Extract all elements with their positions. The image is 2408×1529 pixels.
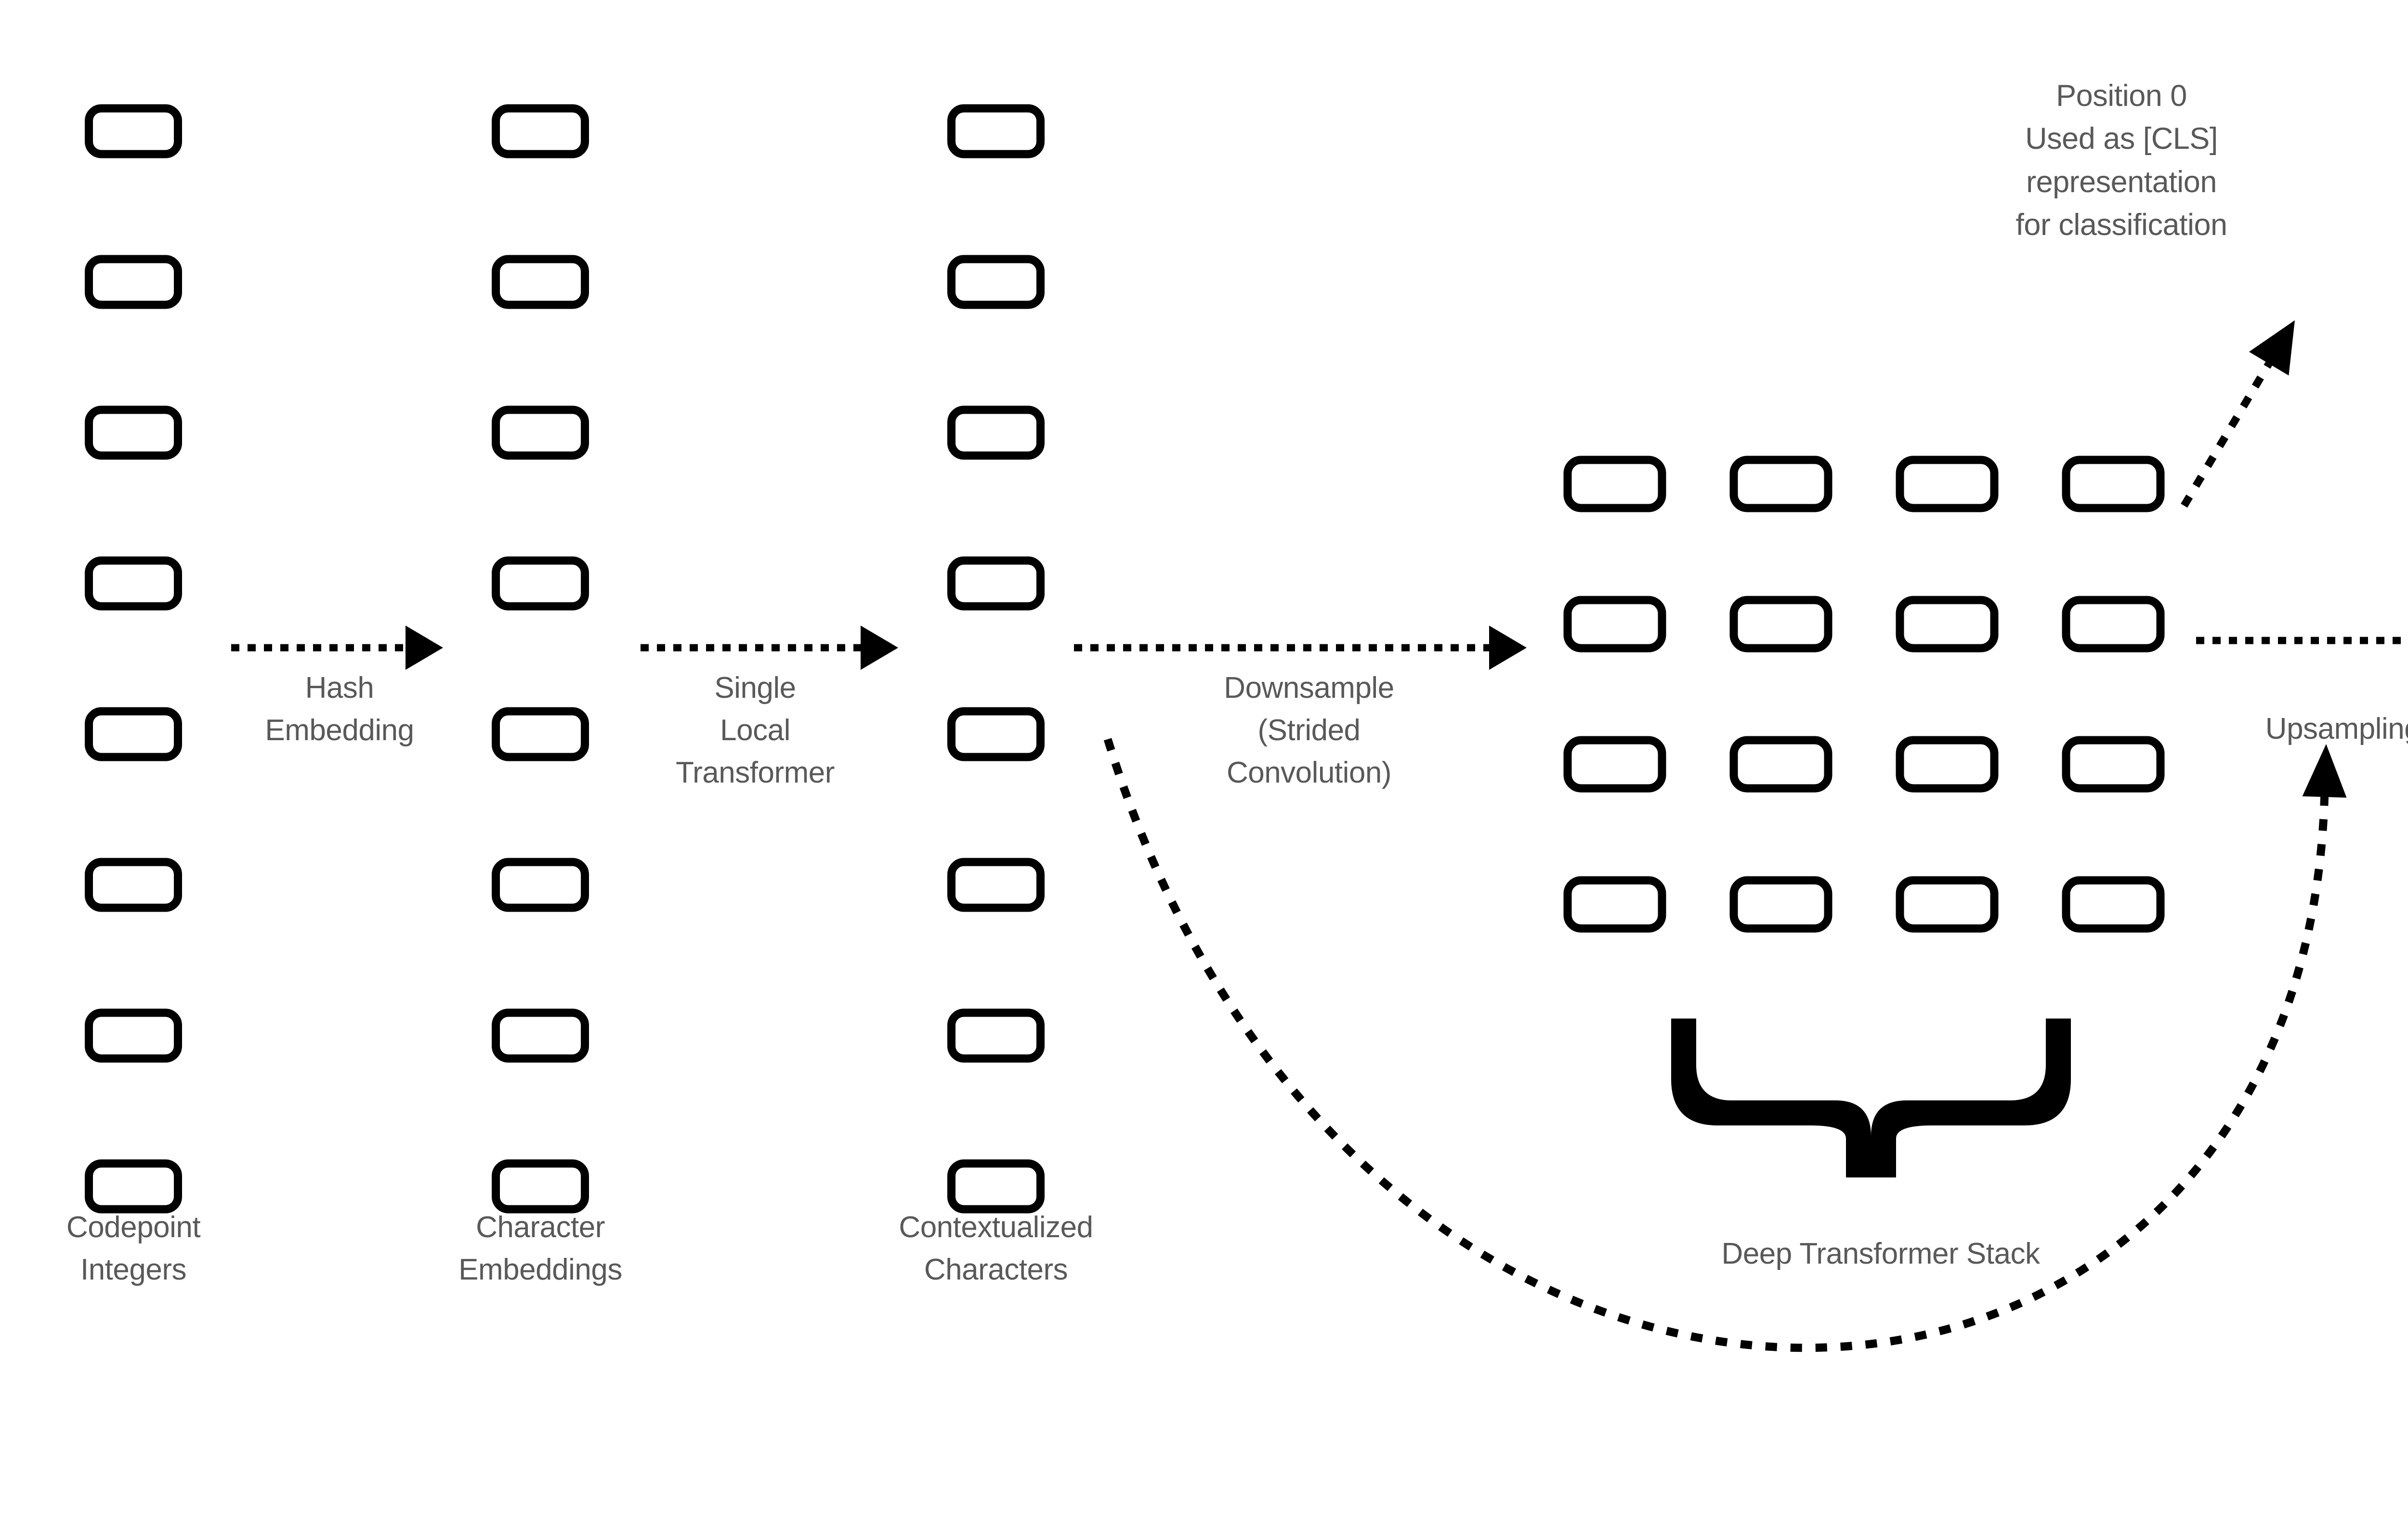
flow-arrow-label-hash-embedding: Hash Embedding [265,671,414,747]
stack-cell-box[interactable] [2062,596,2165,653]
cell-box[interactable] [85,858,182,912]
stack-cell-box[interactable] [1896,736,1999,793]
stack-cell-box[interactable] [1896,596,1999,653]
column-label-contextualized-characters: Contextualized Characters [899,1211,1093,1287]
stack-cell-box[interactable] [1729,456,1832,512]
brace-right-half [1871,1019,2071,1177]
cell-box[interactable] [947,858,1045,912]
flow-arrow-hash-embedding [231,626,443,670]
cell-box[interactable] [947,556,1045,611]
stack-cell-box[interactable] [1563,596,1666,653]
residual-connection-group [1103,738,2347,1352]
stack-cell-box[interactable] [1729,876,1832,933]
cell-box[interactable] [492,556,589,611]
column-character-embeddings [492,104,589,1214]
cell-box[interactable] [947,255,1045,309]
flow-arrow-label-downsample-strided-convolution: Downsample (Strided Convolution) [1224,671,1394,790]
stack-cell-box[interactable] [2062,456,2165,512]
annotation-arrow-position-zero-cls [2181,320,2295,508]
cell-box[interactable] [85,1159,182,1214]
residual-curve [1103,738,2329,1352]
cell-box[interactable] [947,1008,1045,1063]
cell-box[interactable] [492,104,589,158]
stack-cell-box[interactable] [1563,876,1666,933]
cell-box[interactable] [492,1008,589,1063]
column-label-codepoint-integers: Codepoint Integers [66,1211,201,1287]
cell-box[interactable] [492,1159,589,1214]
cell-box[interactable] [947,104,1045,158]
cell-box[interactable] [947,707,1045,761]
arrowhead-icon [2249,320,2295,376]
column-box-groups [85,104,1045,1214]
cell-box[interactable] [492,707,589,761]
cell-box[interactable] [85,405,182,460]
annotation-arrow-shaft [2181,362,2273,508]
cell-box[interactable] [85,556,182,611]
transformer-stack-label: Deep Transformer Stack [1721,1237,2040,1270]
cell-box[interactable] [85,1008,182,1063]
column-contextualized-characters [947,104,1045,1214]
flow-arrow-downsample-strided-convolution [1074,626,1527,670]
arrowhead-icon [406,626,443,670]
cell-box[interactable] [947,1159,1045,1214]
arrowhead-icon [2302,744,2347,798]
stack-cell-box[interactable] [1896,876,1999,933]
stack-cell-box[interactable] [1729,736,1832,793]
stack-cell-box[interactable] [1563,736,1666,793]
flow-arrow-label-single-local-transformer: Single Local Transformer [676,671,835,790]
cell-box[interactable] [85,707,182,761]
stack-cell-box[interactable] [1896,456,1999,512]
column-codepoint-integers [85,104,182,1214]
brace-left-half [1671,1019,1871,1177]
stack-cell-box[interactable] [1563,456,1666,512]
stack-cell-box[interactable] [2062,876,2165,933]
arrowhead-icon [1489,626,1527,670]
annotation-arrow-group [2181,320,2295,508]
flow-arrow-label-upsampling: Upsampling [2265,712,2408,745]
flow-arrow-single-local-transformer [641,626,898,670]
stack-cell-box[interactable] [2062,736,2165,793]
cell-box[interactable] [947,405,1045,460]
cell-box[interactable] [85,255,182,309]
stack-brace-shape [1671,1019,2071,1177]
transformer-stack-boxes [1563,456,2165,933]
cell-box[interactable] [492,255,589,309]
column-label-character-embeddings: Character Embeddings [458,1211,622,1287]
arrowhead-icon [861,626,898,670]
cell-box[interactable] [85,104,182,158]
annotation-label-position-zero-cls: Position 0 Used as [CLS] representation … [2015,79,2227,242]
stack-cell-box[interactable] [1729,596,1832,653]
flow-arrow-group [231,626,2408,670]
cell-box[interactable] [492,858,589,912]
flow-arrow-upsampling [2196,637,2408,644]
cell-box[interactable] [492,405,589,460]
